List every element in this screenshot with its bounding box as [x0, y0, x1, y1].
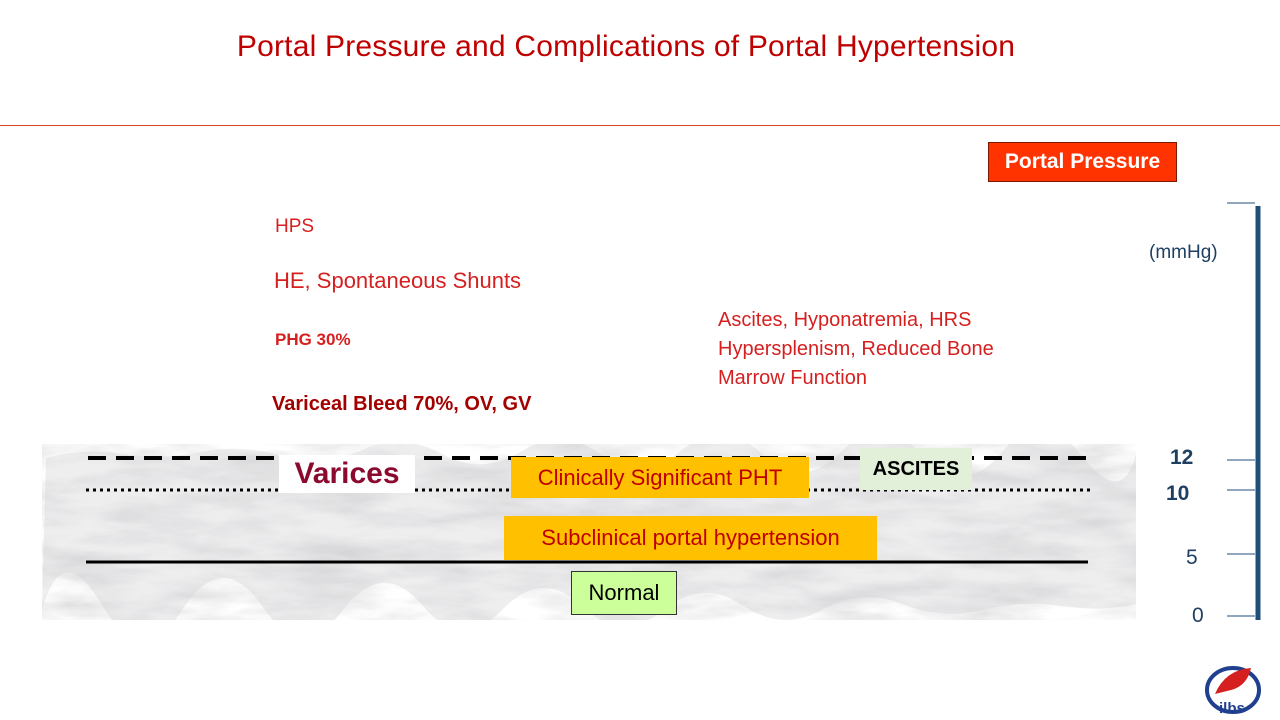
page-title: Portal Pressure and Complications of Por… — [236, 30, 1016, 63]
normal-box: Normal — [571, 571, 677, 615]
hps-label: HPS — [275, 216, 315, 237]
ilbs-logo-icon — [1205, 666, 1261, 714]
logo-text: ilbs — [1219, 700, 1245, 717]
ascites-line-2: Hypersplenism, Reduced Bone — [718, 338, 994, 360]
title-divider — [0, 125, 1280, 126]
ascites-complications-text: Ascites, Hyponatremia, HRS Hypersplenism… — [718, 306, 994, 393]
ascites-box: ASCITES — [860, 448, 972, 490]
varices-label: Varices — [279, 455, 415, 493]
phg-label: PHG 30% — [275, 330, 351, 349]
he-label: HE, Spontaneous Shunts — [274, 268, 522, 293]
ascites-line-1: Ascites, Hyponatremia, HRS — [718, 309, 972, 331]
tick-label-5: 5 — [1186, 546, 1198, 569]
unit-label: (mmHg) — [1149, 242, 1218, 263]
portal-pressure-label: Portal Pressure — [988, 142, 1177, 182]
variceal-bleed-label: Variceal Bleed 70%, OV, GV — [272, 393, 532, 415]
tick-label-10: 10 — [1166, 482, 1190, 505]
pressure-scale-axis — [1227, 202, 1261, 620]
subclinical-pht-box: Subclinical portal hypertension — [504, 516, 877, 560]
clinically-significant-pht-box: Clinically Significant PHT — [511, 457, 809, 498]
ascites-line-3: Marrow Function — [718, 367, 867, 389]
tick-label-12: 12 — [1170, 446, 1194, 469]
tick-label-0: 0 — [1192, 604, 1204, 627]
